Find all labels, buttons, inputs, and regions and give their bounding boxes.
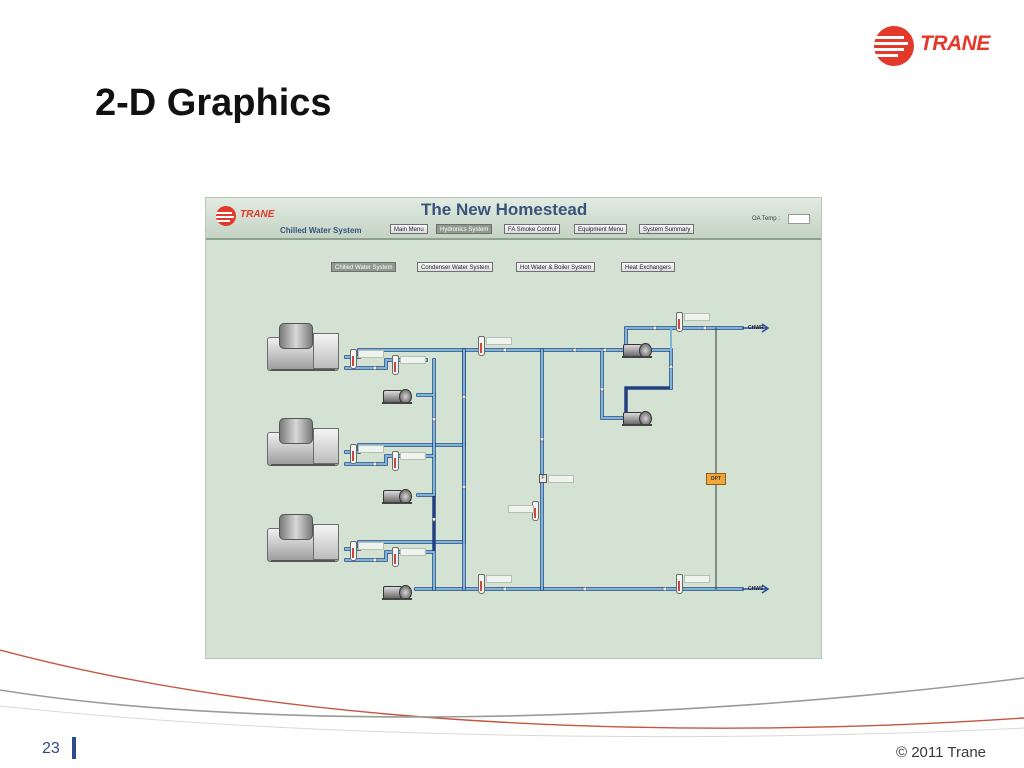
chwr-label: CHWR: [748, 325, 764, 331]
chws-temp-value: [684, 575, 710, 583]
nav-fa-smoke-control-button[interactable]: FA Smoke Control: [504, 224, 561, 234]
oa-temp-label: OA Temp :: [752, 216, 780, 222]
app-trane-logo: TRANE: [216, 206, 286, 226]
app-title: The New Homestead: [421, 200, 588, 219]
chws-temp-sensor[interactable]: [676, 574, 683, 594]
return-temp-value: [486, 575, 512, 583]
tab-chilled-water-system[interactable]: Chilled Water System: [331, 262, 397, 272]
app-header: TRANE The New Homestead Chilled Water Sy…: [206, 198, 821, 240]
bas-screenshot: TRANE The New Homestead Chilled Water Sy…: [205, 197, 822, 659]
chiller-3-leaving-temp-value: [358, 542, 384, 550]
supply-temp-value: [486, 337, 512, 345]
app-subtitle: Chilled Water System: [280, 226, 362, 235]
secondary-pump-1[interactable]: [622, 342, 652, 358]
chwr-temp-sensor[interactable]: [676, 312, 683, 332]
supply-temp-sensor[interactable]: [478, 336, 485, 356]
tab-heat-exchangers[interactable]: Heat Exchangers: [621, 262, 676, 272]
flow-sensor[interactable]: F: [539, 474, 547, 483]
chiller-1-entering-temp-value: [400, 356, 426, 364]
tab-hot-water-boiler-system[interactable]: Hot Water & Boiler System: [516, 262, 596, 272]
tab-condenser-water-system[interactable]: Condenser Water System: [417, 262, 494, 272]
trane-logo: TRANE: [874, 24, 1004, 68]
dpt-sensor[interactable]: DPT: [706, 473, 726, 485]
chiller-2-leaving-temp-value: [358, 445, 384, 453]
page-number-bar: [72, 737, 76, 759]
chiller-3[interactable]: [261, 510, 347, 566]
flow-value: [548, 475, 574, 483]
nav-system-summary-button[interactable]: System Summary: [639, 224, 695, 234]
decorative-curves: [0, 649, 1024, 738]
return-temp-sensor[interactable]: [478, 574, 485, 594]
chiller-1-leaving-temp-value: [358, 350, 384, 358]
bypass-temp-value: [508, 505, 534, 513]
chiller-2-entering-temp-sensor[interactable]: [392, 451, 399, 471]
chiller-3-leaving-temp-sensor[interactable]: [350, 541, 357, 561]
chwr-temp-value: [684, 313, 710, 321]
page-number: 23: [42, 740, 60, 757]
chws-label: CHWS: [748, 586, 764, 592]
chiller-2-entering-temp-value: [400, 452, 426, 460]
oa-temp-field: [788, 214, 810, 224]
nav-main-menu-button[interactable]: Main Menu: [390, 224, 428, 234]
trane-disc-icon: [874, 26, 914, 66]
slide-title: 2-D Graphics: [95, 82, 332, 124]
copyright-text: © 2011 Trane: [896, 744, 986, 761]
trane-wordmark: TRANE: [920, 32, 990, 55]
nav-equipment-menu-button[interactable]: Equipment Menu: [574, 224, 628, 234]
chiller-1[interactable]: [261, 319, 347, 375]
chiller-1-leaving-temp-sensor[interactable]: [350, 349, 357, 369]
chiller-2-leaving-temp-sensor[interactable]: [350, 444, 357, 464]
chiller-3-entering-temp-value: [400, 548, 426, 556]
nav-hydronics-system-button[interactable]: Hydronics System: [436, 224, 493, 234]
chiller-3-entering-temp-sensor[interactable]: [392, 547, 399, 567]
secondary-pump-2[interactable]: [622, 410, 652, 426]
primary-pump-2[interactable]: [382, 488, 412, 504]
app-trane-disc-icon: [216, 206, 236, 226]
chiller-1-entering-temp-sensor[interactable]: [392, 355, 399, 375]
primary-pump-3[interactable]: [382, 584, 412, 600]
chiller-2[interactable]: [261, 414, 347, 470]
app-trane-wordmark: TRANE: [240, 209, 275, 220]
primary-pump-1[interactable]: [382, 388, 412, 404]
